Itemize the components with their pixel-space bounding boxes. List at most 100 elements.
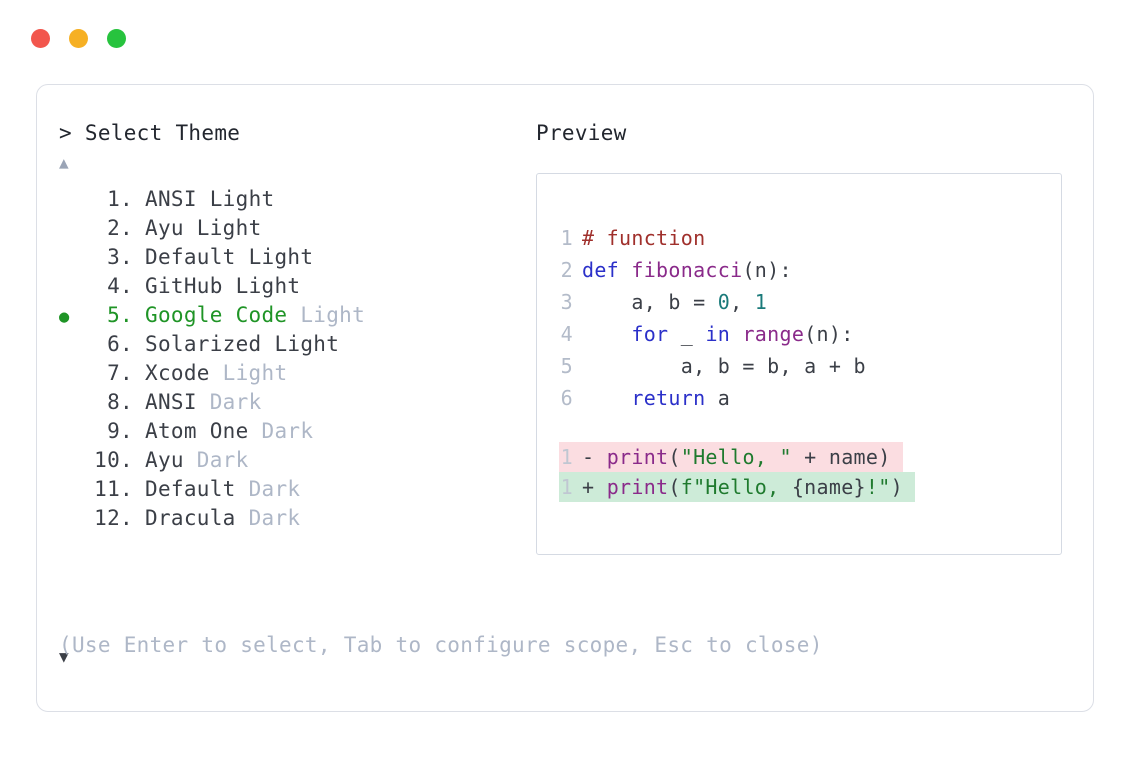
code-line-number: 6: [560, 386, 573, 410]
code-line: 5 a, b = b, a + b: [559, 350, 1061, 382]
theme-list-item[interactable]: 2.Ayu Light: [59, 214, 529, 243]
theme-item-name: Solarized: [145, 332, 262, 356]
theme-item-space: [223, 272, 236, 301]
code-token-number: 1: [754, 290, 768, 314]
scroll-up-icon[interactable]: ▲: [59, 153, 69, 172]
theme-item-number: 12.: [94, 506, 133, 530]
theme-item-space: [236, 243, 249, 272]
theme-item-name: Google Code: [145, 303, 288, 327]
code-line: 1# function: [559, 222, 1061, 254]
theme-item-name: Atom One: [145, 419, 249, 443]
code-token-plain: + name): [791, 445, 891, 469]
code-token-string: "Hello, ": [680, 445, 792, 469]
theme-item-number: 3.: [107, 245, 133, 269]
theme-item-variant: Light: [274, 332, 340, 356]
theme-item-space: [184, 446, 197, 475]
theme-item-name: Default: [145, 245, 236, 269]
theme-item-number: 2.: [107, 216, 133, 240]
theme-item-space: [262, 330, 275, 359]
diff-marker: +: [582, 475, 595, 499]
diff-trailing-pad: [903, 472, 915, 502]
theme-item-name: GitHub: [145, 274, 223, 298]
theme-list-item[interactable]: 12.Dracula Dark: [59, 504, 529, 533]
code-line-text: return a: [573, 382, 730, 414]
code-line-number: 2: [560, 258, 573, 282]
code-token-plain: a, b = b, a + b: [582, 354, 866, 378]
theme-item-space: [197, 185, 210, 214]
theme-list-item[interactable]: 10.Ayu Dark: [59, 446, 529, 475]
code-token-plain: _: [668, 322, 706, 346]
code-token-punct: (: [668, 445, 681, 469]
theme-item-number: 9.: [107, 419, 133, 443]
window-minimize-button[interactable]: [69, 28, 88, 48]
theme-item-variant: Dark: [196, 448, 249, 472]
theme-item-variant: Dark: [261, 419, 314, 443]
theme-list-item[interactable]: 3. Default Light: [59, 243, 529, 272]
code-line-number: 4: [560, 322, 573, 346]
preview-label: Preview: [536, 121, 627, 145]
code-token-punct: (: [668, 475, 681, 499]
theme-list-item[interactable]: 6. Solarized Light: [59, 330, 529, 359]
code-token-plain: a: [705, 386, 731, 410]
code-line-number: 5: [560, 354, 573, 378]
theme-list-item[interactable]: 1.ANSI Light: [59, 185, 529, 214]
code-token-number: 0: [717, 290, 731, 314]
code-token-punct: (n):: [804, 322, 854, 346]
code-line: 3 a, b = 0, 1: [559, 286, 1061, 318]
diff-line-text: print(f"Hello, {name}!"): [607, 472, 903, 502]
diff-line-text: print("Hello, " + name): [607, 442, 891, 472]
theme-item-number: 8.: [107, 390, 133, 414]
selection-bullet-icon: ●: [59, 307, 70, 327]
theme-item-variant: Light: [248, 245, 314, 269]
theme-list-item[interactable]: 8.ANSI Dark: [59, 388, 529, 417]
theme-item-space: [287, 301, 300, 330]
code-token-plain: a, b =: [582, 290, 718, 314]
theme-item-number: 11.: [94, 477, 133, 501]
code-token-func: print: [606, 445, 669, 469]
diff-line-added: 1 + print(f"Hello, {name}!"): [559, 472, 916, 502]
diff-marker: -: [582, 445, 595, 469]
code-token-func: print: [606, 475, 669, 499]
code-token-plain: [730, 322, 742, 346]
diff-space: [594, 442, 606, 472]
diff-space: [594, 472, 606, 502]
window-close-button[interactable]: [31, 28, 50, 48]
theme-item-name: Ayu: [145, 448, 184, 472]
window-titlebar: [0, 0, 1129, 76]
theme-list-item[interactable]: 4. GitHub Light: [59, 272, 529, 301]
diff-line-number: 1: [560, 445, 573, 469]
code-line-text: a, b = 0, 1: [573, 286, 767, 318]
code-token-keyword: in: [705, 322, 731, 346]
code-token-keyword: return: [631, 386, 706, 410]
theme-item-number: 4.: [107, 274, 133, 298]
diff-line-number: 1: [560, 475, 573, 499]
code-line-number: 1: [560, 226, 573, 250]
theme-item-space: [210, 359, 223, 388]
theme-item-number: 6.: [107, 332, 133, 356]
theme-list-item[interactable]: 7.Xcode Light: [59, 359, 529, 388]
theme-item-name: Ayu: [145, 216, 184, 240]
theme-item-variant: Light: [235, 274, 301, 298]
code-token-plain: {name}: [791, 475, 866, 499]
scroll-down-icon[interactable]: ▼: [59, 647, 69, 666]
code-token-func: fibonacci: [631, 258, 743, 282]
theme-item-name: Dracula: [145, 506, 236, 530]
theme-item-name: ANSI: [145, 187, 197, 211]
theme-list-item[interactable]: 11.Default Dark: [59, 475, 529, 504]
theme-item-space: [197, 388, 210, 417]
window-maximize-button[interactable]: [107, 28, 126, 48]
code-line-number: 3: [560, 290, 573, 314]
code-token-plain: ,: [730, 290, 755, 314]
code-token-string: f"Hello,: [680, 475, 792, 499]
theme-list-item[interactable]: ●5.Google Code Light: [59, 301, 529, 330]
theme-item-name: Default: [145, 477, 236, 501]
code-token-punct: (n):: [742, 258, 792, 282]
theme-list-item[interactable]: 9. Atom One Dark: [59, 417, 529, 446]
theme-item-space: [249, 417, 262, 446]
